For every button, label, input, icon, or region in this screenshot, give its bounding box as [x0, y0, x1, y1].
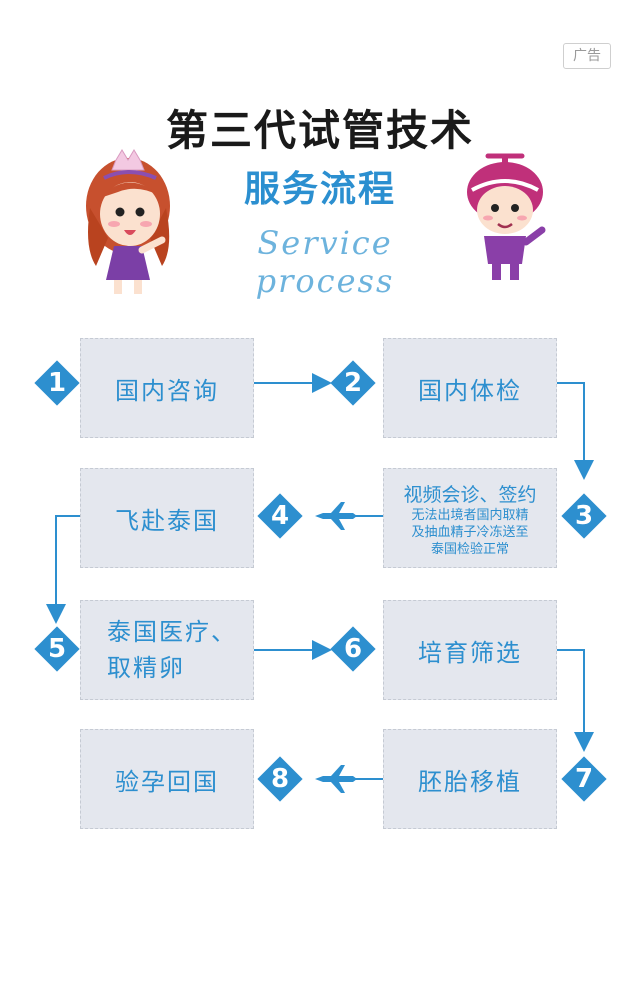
step-number: 4	[270, 501, 290, 531]
script-subtitle: Service process	[255, 224, 395, 300]
step-number-badge: 6	[331, 627, 375, 671]
page-subtitle: 服务流程	[243, 169, 396, 210]
princess-character	[86, 149, 170, 294]
step-number: 8	[270, 764, 290, 794]
ad-badge[interactable]: 广告	[563, 43, 611, 69]
step-number-badge: 8	[258, 757, 302, 801]
step-box-6: 培育筛选	[383, 600, 557, 700]
step-label: 泰国医疗、	[107, 618, 237, 646]
step-number-badge: 3	[562, 494, 606, 538]
step-number-badge: 1	[35, 361, 79, 405]
step-box-2: 国内体检	[383, 338, 557, 438]
step-number-badge: 2	[331, 361, 375, 405]
step-number-badge: 5	[35, 627, 79, 671]
step-number: 7	[574, 764, 594, 794]
step-label: 取精卵	[107, 654, 185, 682]
step-box-5: 泰国医疗、 取精卵	[80, 600, 254, 700]
step-box-1: 国内咨询	[80, 338, 254, 438]
step-note-line: 及抽血精子冷冻送至	[411, 525, 529, 540]
connector-2-3	[557, 382, 594, 480]
page-title: 第三代试管技术	[165, 106, 474, 155]
step-label: 验孕回国	[115, 767, 219, 796]
step-number-badge: 7	[562, 757, 606, 801]
step-number: 1	[47, 368, 67, 398]
step-label: 胚胎移植	[418, 767, 522, 796]
step-label: 视频会诊、签约	[403, 484, 537, 506]
step-number: 5	[47, 634, 67, 664]
connector-4-5	[46, 515, 80, 624]
step-note-line: 无法出境者国内取精	[411, 508, 529, 523]
propeller-hat-character	[467, 153, 546, 280]
step-label: 培育筛选	[418, 638, 522, 667]
step-label: 国内咨询	[115, 376, 219, 405]
step-number: 3	[574, 501, 594, 531]
step-label: 国内体检	[418, 376, 522, 405]
step-box-7: 胚胎移植	[383, 729, 557, 829]
step-box-3: 视频会诊、签约 无法出境者国内取精 及抽血精子冷冻送至 泰国检验正常	[383, 468, 557, 568]
airplane-icon	[315, 765, 357, 793]
step-number: 6	[343, 634, 363, 664]
step-box-4: 飞赴泰国	[80, 468, 254, 568]
airplane-icon	[315, 502, 357, 530]
step-label: 飞赴泰国	[115, 506, 219, 535]
step-number: 2	[343, 368, 363, 398]
step-note-line: 泰国检验正常	[430, 542, 509, 557]
step-number-badge: 4	[258, 494, 302, 538]
connector-6-7	[557, 649, 594, 752]
step-box-8: 验孕回国	[80, 729, 254, 829]
